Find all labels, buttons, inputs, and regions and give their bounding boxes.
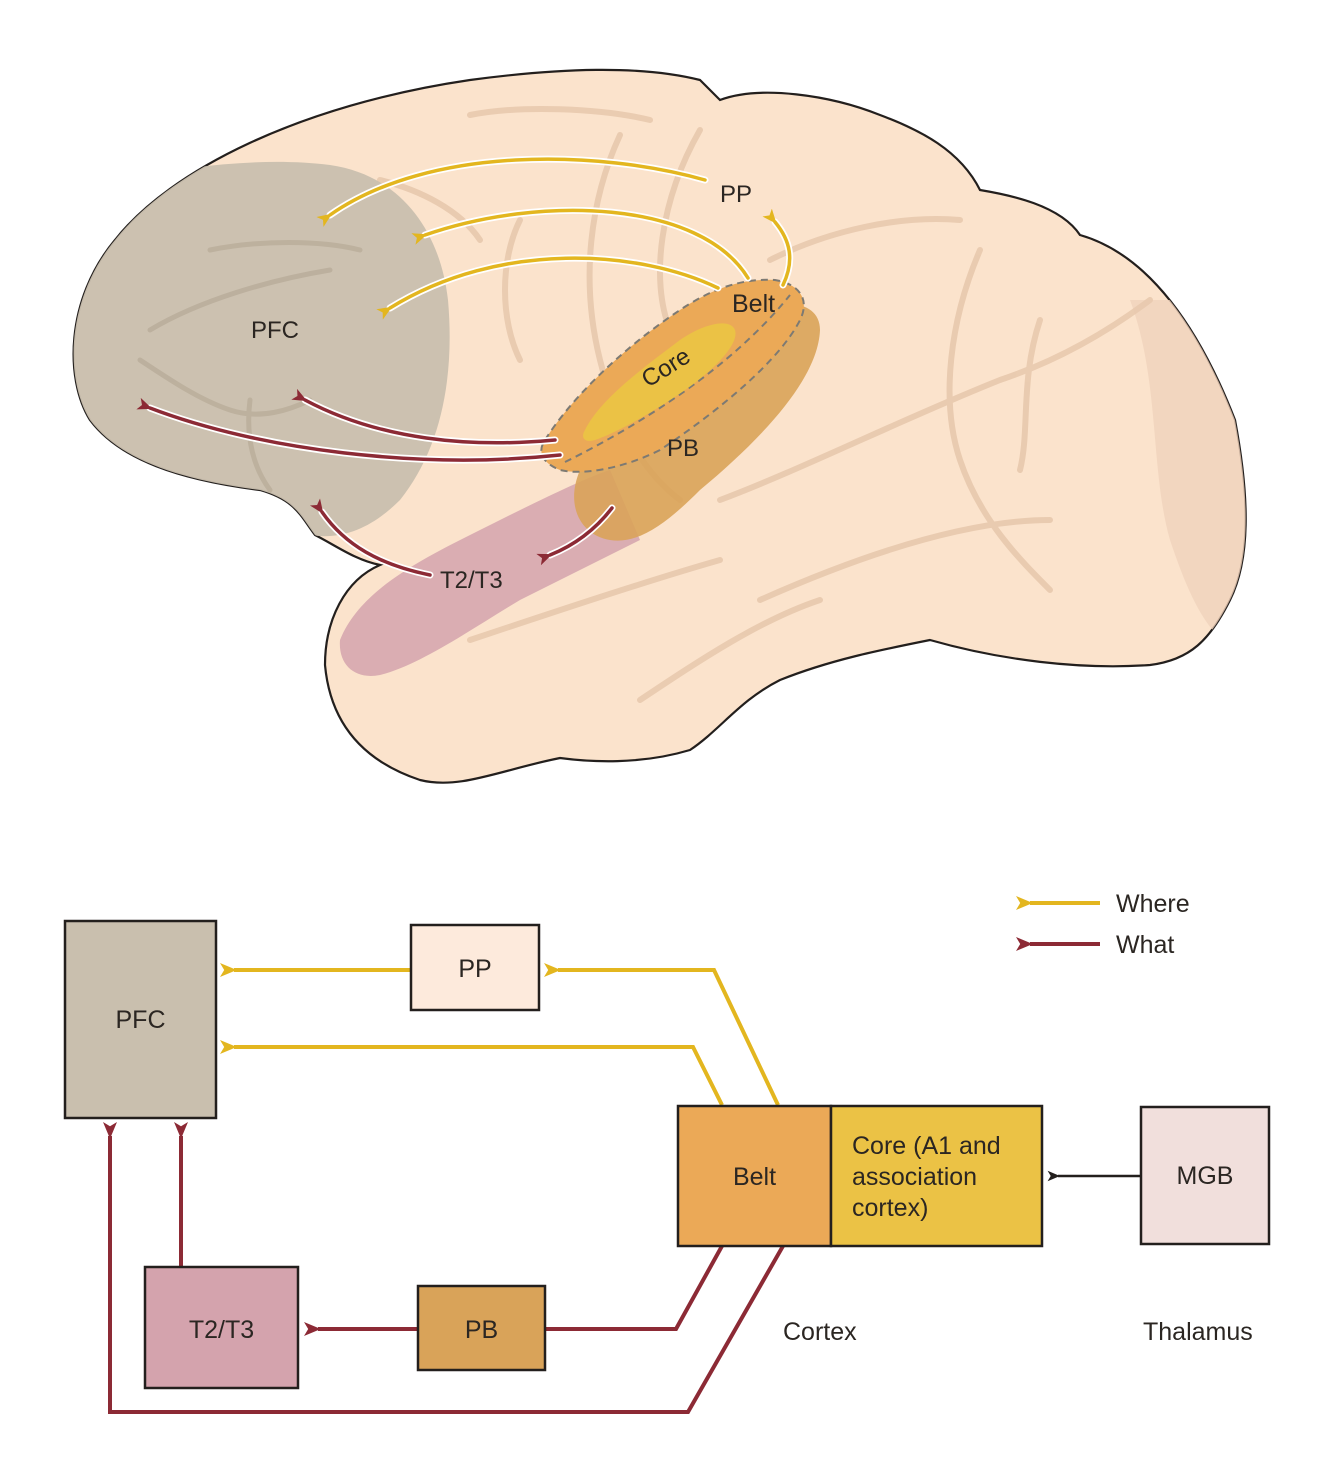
legend-item-where: Where	[1016, 890, 1190, 918]
box-pfc-label: PFC	[116, 1006, 166, 1034]
flowchart: PFC PP Belt Core (A1 and association cor…	[63, 919, 1271, 1414]
box-core[interactable]: Core (A1 and association cortex)	[829, 1104, 1044, 1248]
box-pp-label: PP	[458, 955, 491, 983]
legend-item-what: What	[1016, 931, 1174, 959]
brain-surface	[73, 105, 1246, 703]
box-belt[interactable]: Belt	[676, 1104, 833, 1248]
box-core-label-line2: association	[852, 1163, 977, 1191]
box-mgb[interactable]: MGB	[1139, 1105, 1271, 1246]
pfc-region	[73, 161, 450, 537]
arrow-t2t3-to-pfc	[309, 498, 432, 577]
arrow-belt-to-pp	[762, 208, 792, 287]
arrow-pb-to-pfc-1	[291, 388, 557, 445]
brain-label-belt: Belt	[732, 290, 775, 318]
connector-belt-to-pfc-what	[103, 1122, 785, 1414]
box-pfc[interactable]: PFC	[63, 919, 218, 1120]
brain-label-t2t3: T2/T3	[440, 567, 503, 594]
box-pp[interactable]: PP	[409, 923, 541, 1012]
box-t2t3[interactable]: T2/T3	[143, 1265, 300, 1390]
box-core-label-line1: Core (A1 and	[852, 1132, 1001, 1160]
arrow-pb-to-pfc-2	[136, 397, 562, 462]
brain-label-pfc: PFC	[251, 317, 299, 344]
brain-label-pp: PP	[720, 181, 752, 208]
legend-label-what: What	[1116, 931, 1174, 959]
connector-belt-to-pfc	[220, 1040, 724, 1106]
connector-belt-to-pp	[544, 963, 780, 1106]
legend: Where What	[1016, 890, 1190, 959]
box-pb-label: PB	[465, 1316, 498, 1344]
arrow-belt-to-pfc-2	[376, 256, 720, 320]
brain-label-pb: PB	[667, 435, 699, 462]
core-region	[583, 323, 736, 441]
arrow-belt-to-pfc-1	[411, 208, 750, 280]
brain-what-arrows	[136, 388, 616, 579]
box-core-label-line3: cortex)	[852, 1194, 928, 1222]
box-belt-label: Belt	[733, 1163, 776, 1191]
connector-belt-to-pb	[546, 1245, 724, 1331]
box-mgb-label: MGB	[1177, 1162, 1234, 1190]
legend-label-where: Where	[1116, 890, 1190, 918]
region-label-thalamus: Thalamus	[1143, 1318, 1253, 1346]
box-pb[interactable]: PB	[416, 1284, 547, 1372]
t2t3-region	[339, 470, 640, 676]
box-t2t3-label: T2/T3	[189, 1316, 254, 1344]
arrow-pb-to-t2t3	[536, 506, 614, 566]
region-label-cortex: Cortex	[783, 1318, 857, 1346]
brain-illustration: PFC PP Belt Core PB T2/T3	[72, 68, 1247, 784]
arrow-pp-to-pfc	[316, 157, 707, 228]
brain-where-arrows	[316, 155, 794, 320]
